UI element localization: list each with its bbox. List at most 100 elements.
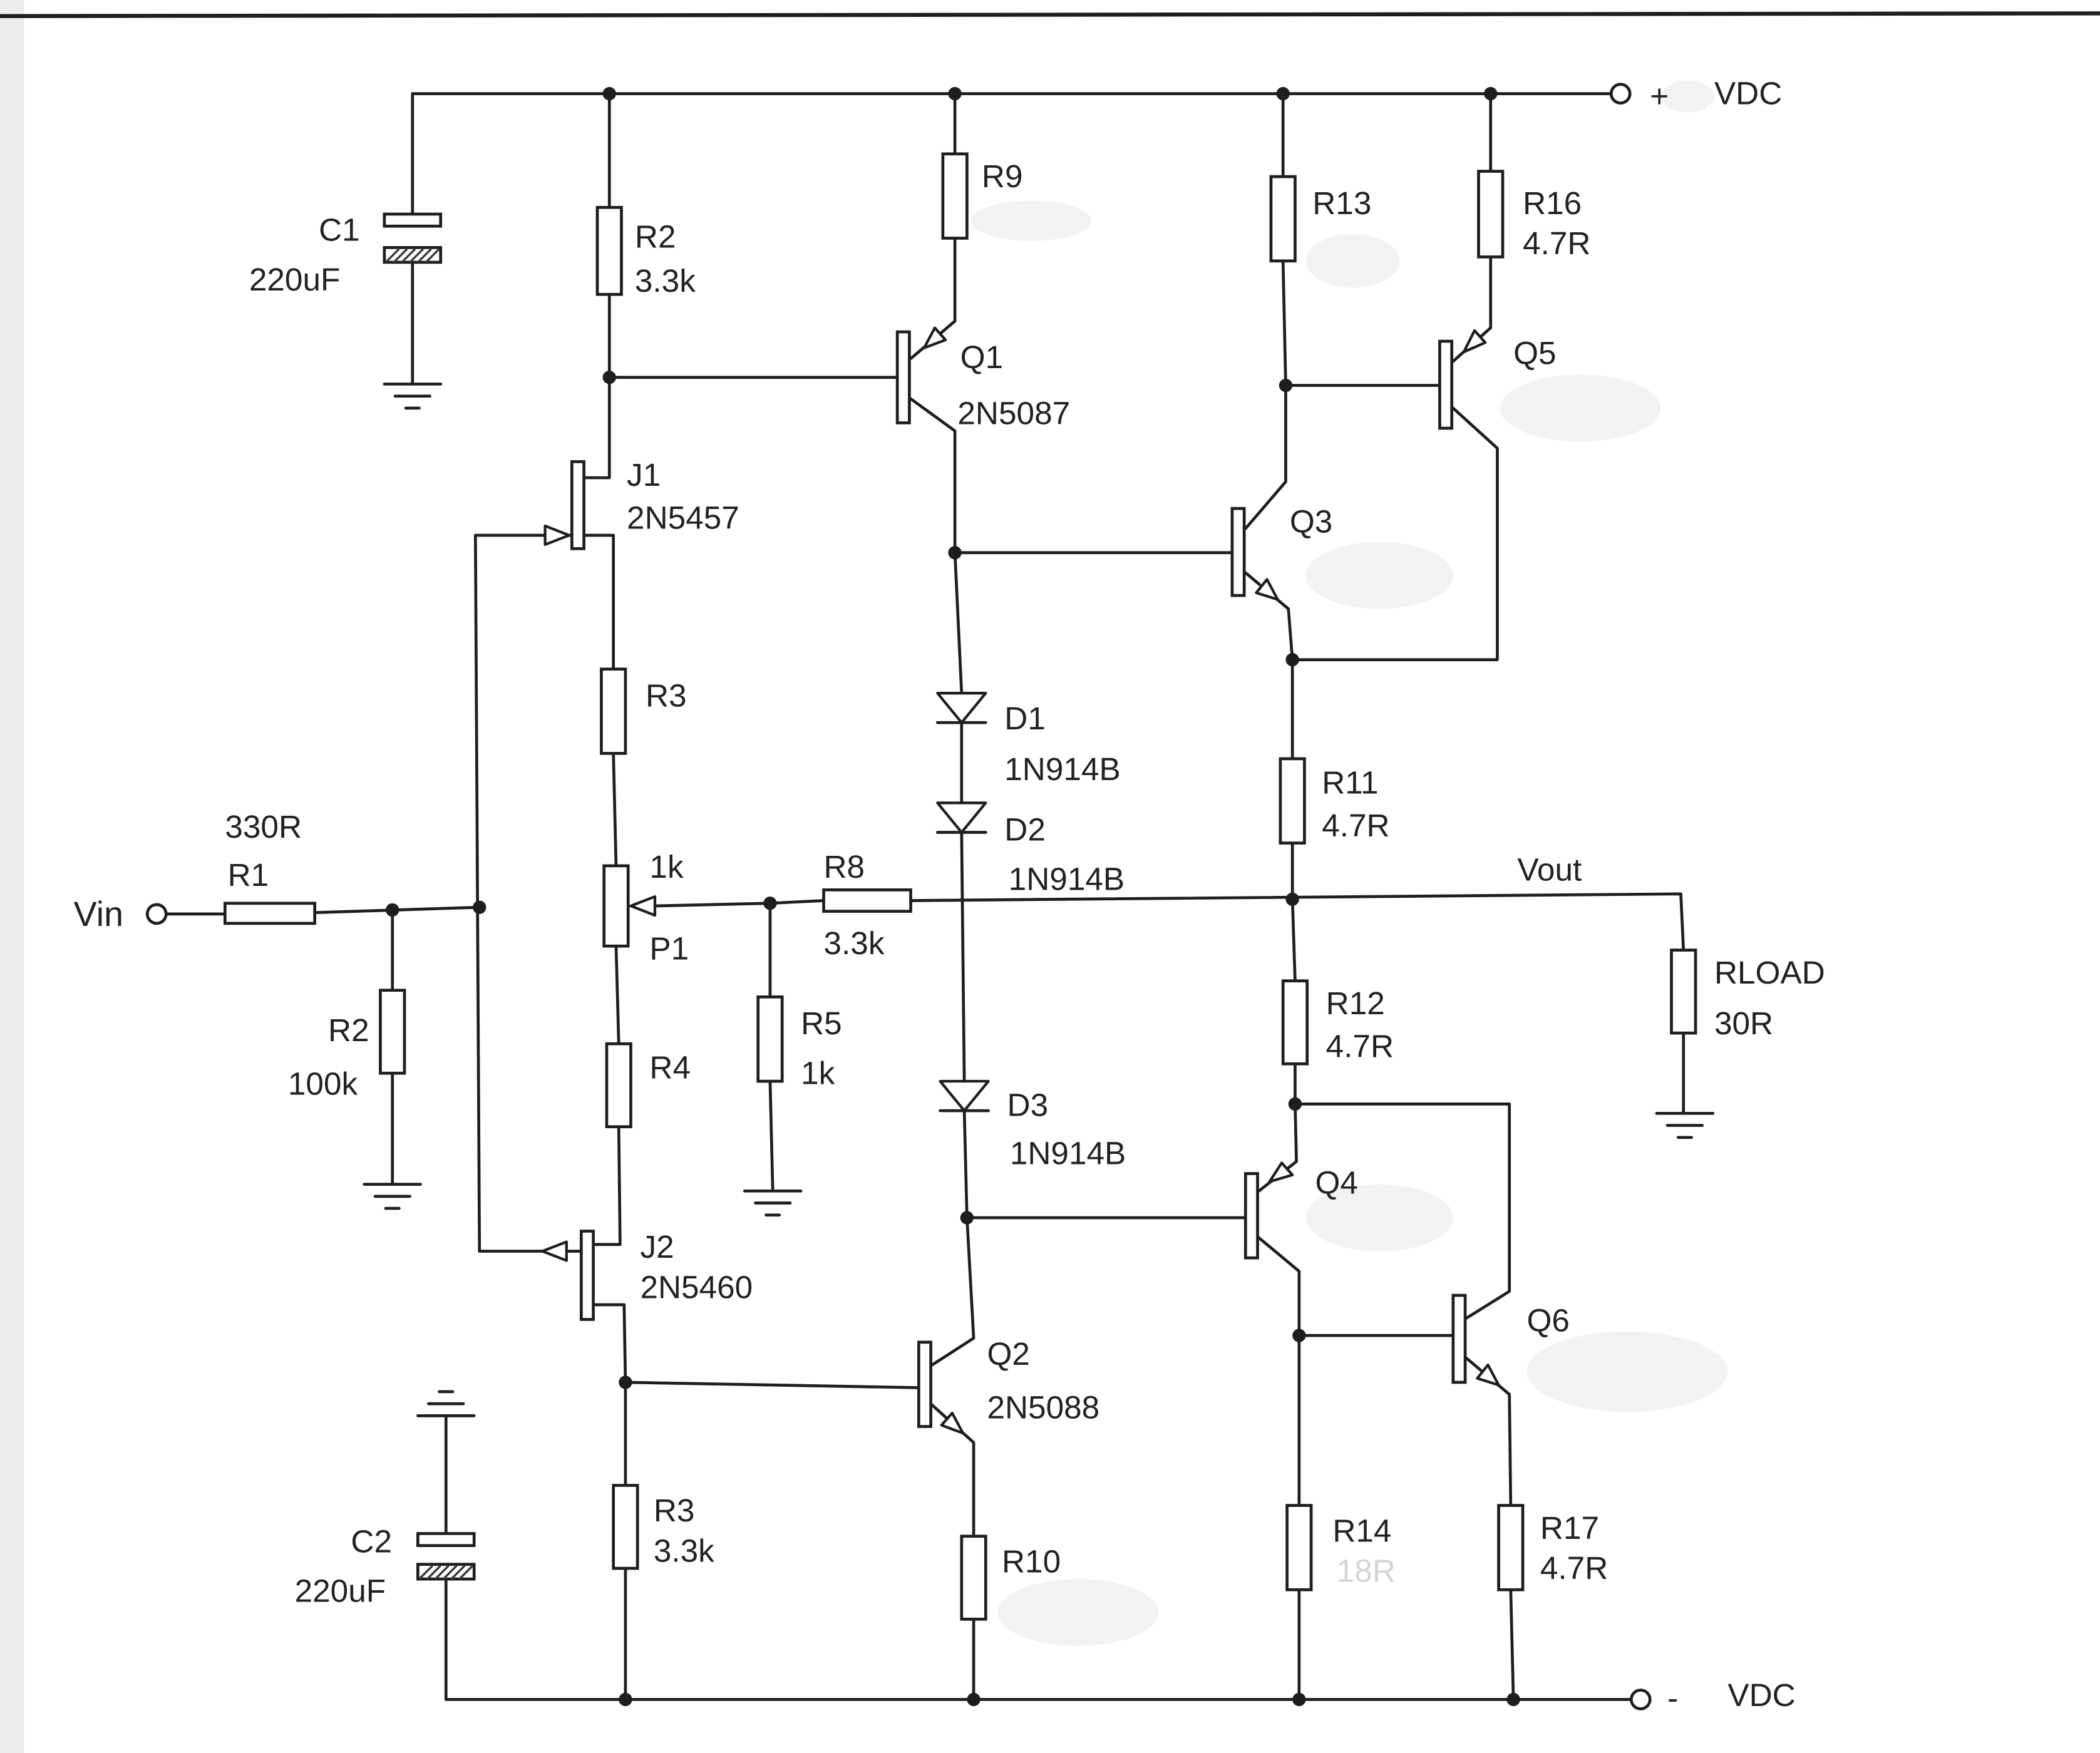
negative-supply-label: VDC bbox=[1727, 1677, 1795, 1713]
r9-ref-label: R9 bbox=[982, 158, 1023, 194]
scan-edge-shading bbox=[0, 0, 24, 1753]
transistor-q4: Q4 bbox=[1243, 1161, 1358, 1260]
r14-body bbox=[1285, 1504, 1313, 1591]
r3-upper-ref-label: R3 bbox=[646, 678, 687, 714]
junction-dot bbox=[1506, 1692, 1520, 1707]
q2-ref-label: Q2 bbox=[987, 1336, 1029, 1372]
junction-dot bbox=[1285, 653, 1299, 667]
ground-symbol-r2 bbox=[363, 1183, 423, 1210]
wire-gate-bus bbox=[474, 533, 481, 1253]
p1-body bbox=[602, 864, 630, 948]
r5-body bbox=[756, 995, 784, 1083]
positive-supply-terminal bbox=[1609, 83, 1632, 105]
wire-q2-base bbox=[624, 1380, 920, 1389]
junction-dot bbox=[948, 546, 962, 560]
rload-body bbox=[1670, 948, 1697, 1035]
junction-dot bbox=[602, 86, 616, 101]
positive-supply-sign: + bbox=[1650, 78, 1669, 114]
q6-base-bar bbox=[1451, 1293, 1467, 1384]
j1-gate-arrow bbox=[543, 524, 571, 547]
r13-body bbox=[1269, 175, 1297, 263]
negative-supply-sign: - bbox=[1667, 1680, 1678, 1715]
wire-output bbox=[909, 892, 1686, 1115]
jfet-j1: J1 2N5457 bbox=[543, 457, 739, 550]
r2-bias-body bbox=[595, 205, 623, 296]
transistor-q5: Q5 bbox=[1438, 329, 1557, 430]
wire-r12 bbox=[1290, 897, 1511, 1320]
q5-ref-label: Q5 bbox=[1513, 335, 1556, 371]
d3-anode-triangle bbox=[939, 1079, 990, 1113]
r13-ref-label: R13 bbox=[1312, 185, 1371, 221]
r4-ref-label: R4 bbox=[649, 1050, 691, 1086]
r3-upper-body bbox=[600, 667, 627, 755]
wire-j1-drain bbox=[582, 376, 611, 480]
wire-j1-source bbox=[582, 533, 615, 671]
wire-r4-to-j2 bbox=[592, 1125, 622, 1247]
q4-ref-label: Q4 bbox=[1315, 1165, 1358, 1201]
resistor-r12: R12 4.7R bbox=[1281, 979, 1394, 1066]
r2-bias-ref-label: R2 bbox=[635, 218, 676, 254]
r5-ref-label: R5 bbox=[801, 1005, 842, 1041]
d2-anode-triangle bbox=[936, 801, 987, 834]
junction-dot bbox=[763, 897, 777, 910]
r4-body bbox=[605, 1042, 632, 1129]
capacitor-c2: C2 220uF bbox=[295, 1523, 476, 1608]
junction-dot bbox=[960, 1211, 974, 1225]
q3-emitter-arrow bbox=[1255, 578, 1279, 601]
resistor-r8: R8 3.3k bbox=[822, 849, 912, 961]
wire-j2-source bbox=[592, 1303, 627, 1384]
junction-dot bbox=[1484, 86, 1498, 101]
transistor-q1: Q1 2N5087 bbox=[895, 326, 1070, 431]
r5-value-label: 1k bbox=[801, 1055, 835, 1091]
r2-input-value-label: 100k bbox=[288, 1066, 358, 1101]
wire-p1-to-r4 bbox=[614, 944, 620, 1046]
d2-part-label: 1N914B bbox=[1009, 861, 1125, 897]
r1-ref-label: R1 bbox=[228, 857, 269, 893]
c2-value-label: 220uF bbox=[295, 1573, 386, 1608]
potentiometer-p1: 1k P1 bbox=[602, 849, 689, 967]
r14-ref-label: R14 bbox=[1332, 1513, 1391, 1548]
page-top-rule bbox=[0, 11, 2100, 18]
wire-q4-collector bbox=[1257, 1236, 1301, 1701]
resistor-r13: R13 bbox=[1269, 175, 1371, 263]
resistor-r16: R16 4.7R bbox=[1477, 170, 1590, 261]
q6-emitter-arrow bbox=[1476, 1364, 1500, 1387]
d2-ref-label: D2 bbox=[1004, 811, 1046, 847]
junction-dot bbox=[948, 86, 962, 101]
r10-body bbox=[960, 1535, 987, 1621]
resistor-r4: R4 bbox=[605, 1042, 691, 1129]
q2-base-bar bbox=[917, 1340, 932, 1428]
ground-symbol-rload bbox=[1655, 1111, 1715, 1139]
q6-ref-label: Q6 bbox=[1526, 1303, 1569, 1339]
c2-plate-hatching bbox=[418, 1565, 474, 1580]
d3-ref-label: D3 bbox=[1007, 1087, 1049, 1123]
c1-value-label: 220uF bbox=[249, 262, 341, 297]
junction-dot bbox=[1288, 1097, 1302, 1111]
wire-q5-collector bbox=[1290, 406, 1499, 662]
resistor-r9: R9 bbox=[941, 152, 1023, 240]
input-terminal bbox=[145, 903, 168, 925]
junction-dot bbox=[967, 1692, 981, 1707]
q1-ref-label: Q1 bbox=[960, 339, 1003, 375]
erased-value-smudges bbox=[970, 80, 1728, 1647]
q5-base-bar bbox=[1438, 339, 1454, 430]
r1-body bbox=[224, 902, 317, 925]
wire-r5 bbox=[768, 902, 775, 1193]
d1-part-label: 1N914B bbox=[1004, 751, 1120, 787]
c1-plate-hatching bbox=[384, 248, 440, 264]
r3-lower-body bbox=[612, 1484, 639, 1570]
d1-anode-triangle bbox=[936, 692, 987, 724]
junction-dot bbox=[1285, 892, 1299, 907]
r16-body bbox=[1477, 170, 1505, 259]
r3-lower-ref-label: R3 bbox=[654, 1493, 695, 1528]
wire-q2-collector bbox=[930, 1216, 975, 1367]
resistor-r2-bias: R2 3.3k bbox=[595, 205, 696, 299]
j2-channel-bar bbox=[579, 1230, 595, 1321]
diode-d2: D2 1N914B bbox=[935, 801, 1125, 897]
r14-value-label-erased: 18R bbox=[1337, 1553, 1396, 1588]
r1-value-label: 330R bbox=[225, 809, 302, 845]
rload-ref-label: RLOAD bbox=[1714, 955, 1825, 990]
junction-dot bbox=[619, 1375, 632, 1389]
q3-base-bar bbox=[1230, 506, 1246, 597]
wire-input bbox=[164, 905, 481, 916]
